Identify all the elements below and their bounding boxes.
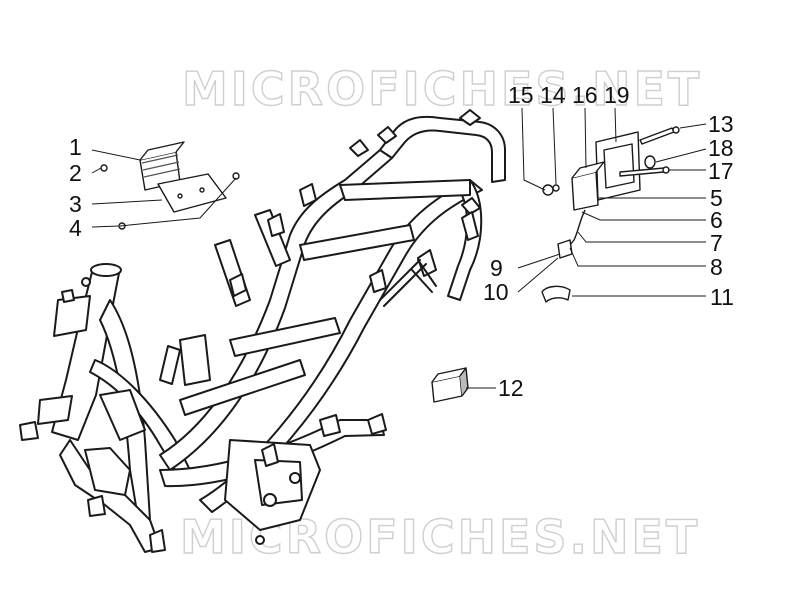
screw-2: [100, 164, 108, 172]
main-rail-right: [199, 179, 483, 513]
callout-18[interactable]: 18: [708, 135, 734, 161]
bolt-13: [639, 127, 675, 145]
head-tube-top: [90, 263, 122, 277]
callout-4[interactable]: 4: [69, 215, 82, 241]
callout-19[interactable]: 19: [604, 82, 630, 108]
callout-7[interactable]: 7: [710, 230, 723, 256]
rear-loop: [379, 115, 506, 183]
regulator-bracket: [157, 173, 227, 213]
callout-14[interactable]: 14: [540, 82, 566, 108]
cable-clip: [541, 285, 571, 303]
callout-17[interactable]: 17: [708, 158, 734, 184]
callout-9[interactable]: 9: [490, 255, 503, 281]
leader-lines: [91, 107, 707, 389]
washer-18: [644, 155, 656, 169]
watermark-top: MICROFICHES.NET: [181, 61, 703, 116]
callout-8[interactable]: 8: [710, 254, 723, 280]
regulator-group: [100, 141, 240, 230]
callout-12[interactable]: 12: [498, 375, 524, 401]
callout-1[interactable]: 1: [69, 134, 82, 160]
callout-16[interactable]: 16: [572, 82, 598, 108]
cross-member-mid: [229, 317, 341, 357]
callout-11[interactable]: 11: [710, 284, 734, 310]
callout-6[interactable]: 6: [710, 207, 723, 233]
callout-2[interactable]: 2: [69, 160, 82, 186]
callout-15[interactable]: 15: [508, 82, 534, 108]
connector: [557, 239, 573, 259]
callout-5[interactable]: 5: [710, 185, 723, 211]
frame-assembly: [19, 109, 506, 553]
cross-member-rear: [299, 224, 415, 261]
callout-10[interactable]: 10: [483, 279, 509, 305]
nut-14: [552, 184, 560, 192]
cdi-unit: [571, 171, 599, 211]
cdi-group: [431, 126, 680, 403]
callout-3[interactable]: 3: [69, 191, 82, 217]
callout-13[interactable]: 13: [708, 111, 734, 137]
cross-member-front: [179, 359, 306, 416]
